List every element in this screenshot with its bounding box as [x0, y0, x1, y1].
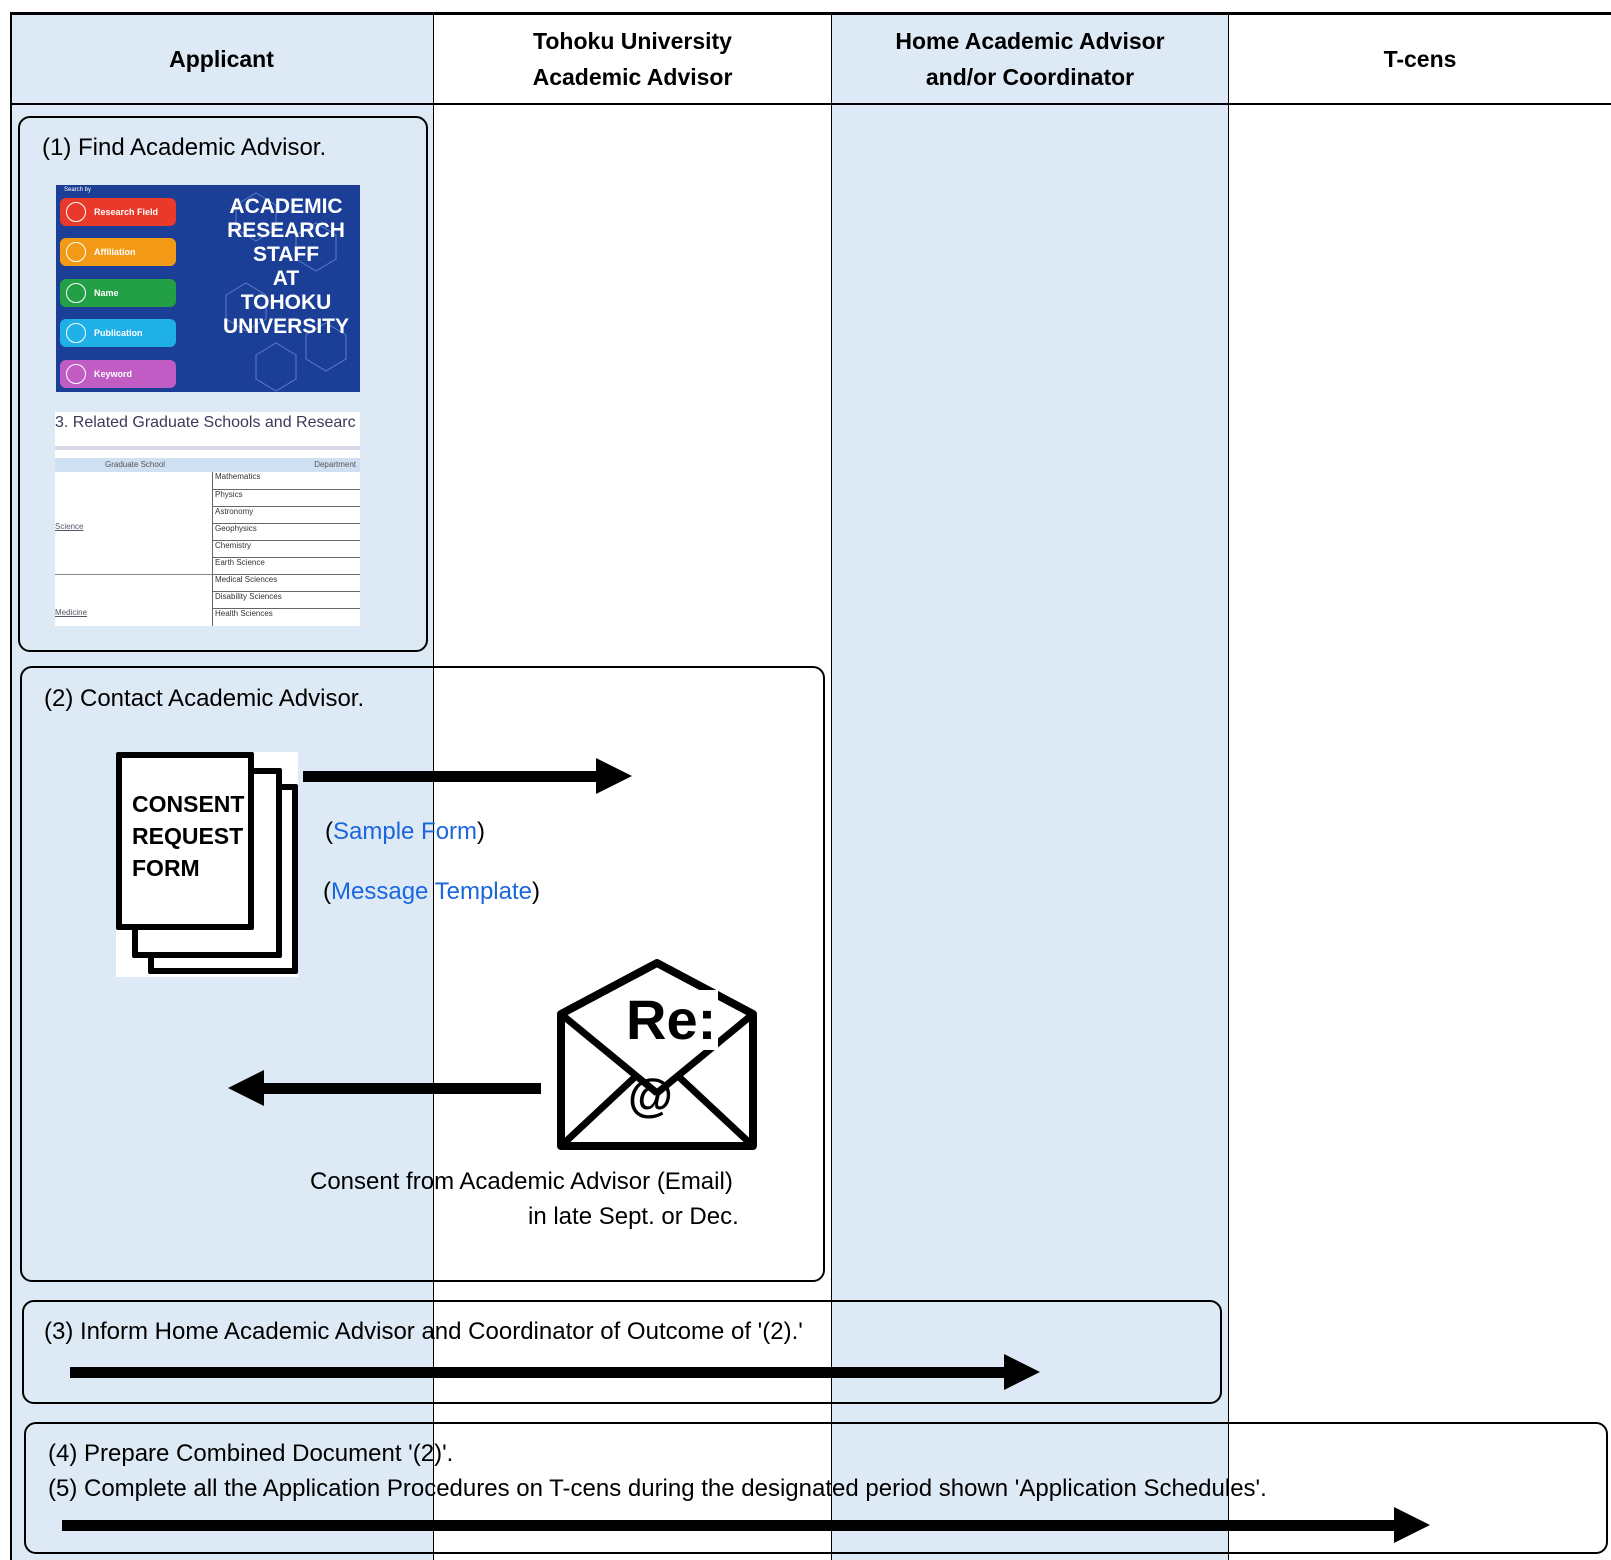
- graduate-schools-heading: 3. Related Graduate Schools and Researc: [55, 414, 356, 431]
- department-column: Mathematics Physics Astronomy Geophysics…: [212, 472, 360, 626]
- sample-form-link[interactable]: (Sample Form): [325, 818, 486, 845]
- dept-row: Astronomy: [213, 507, 360, 524]
- dept-row: Earth Science: [213, 558, 360, 575]
- inform-arrow: [70, 1367, 1008, 1378]
- dept-row: Health Sciences: [215, 609, 273, 618]
- step4-title: (4) Prepare Combined Document '(2)'.: [48, 1440, 454, 1467]
- name-button: Name: [60, 279, 176, 307]
- keyword-button: Keyword: [60, 360, 176, 388]
- affiliation-button: Affiliation: [60, 238, 176, 266]
- dept-row: Medical Sciences: [213, 575, 360, 592]
- envelope-at-text: @: [628, 1069, 673, 1121]
- search-by-label: Search by: [64, 187, 92, 193]
- arrowhead-right-icon: [596, 758, 632, 794]
- header-tcens: T-cens: [1383, 45, 1457, 72]
- dept-row: Disability Sciences: [213, 592, 360, 609]
- step45-box: [24, 1422, 1608, 1554]
- arrowhead-left-icon: [228, 1070, 264, 1106]
- message-template-link[interactable]: (Message Template): [323, 878, 540, 905]
- science-school-label: Science: [55, 522, 84, 531]
- request-arrow: [303, 771, 598, 782]
- dept-row: Physics: [213, 490, 360, 507]
- lane-divider-1: [433, 14, 434, 1560]
- step3-title: (3) Inform Home Academic Advisor and Coo…: [44, 1318, 803, 1345]
- hexagon-pattern-icon: [225, 192, 347, 392]
- consent-text-line1: Consent from Academic Advisor (Email): [310, 1168, 733, 1195]
- dept-row: Chemistry: [213, 541, 360, 558]
- academic-staff-search-thumbnail[interactable]: Search by Research Field Affiliation Nam…: [56, 185, 360, 392]
- consent-arrow: [262, 1083, 541, 1094]
- consent-text-line2: in late Sept. or Dec.: [528, 1203, 739, 1230]
- consent-request-form-icon: CONSENT REQUEST FORM: [116, 752, 298, 977]
- application-arrow: [62, 1520, 1398, 1531]
- research-field-button: Research Field: [60, 198, 176, 226]
- publication-button: Publication: [60, 319, 176, 347]
- step3-box: [22, 1300, 1222, 1404]
- home-advisor-lane: [832, 14, 1228, 1560]
- step5-title: (5) Complete all the Application Procedu…: [48, 1475, 1267, 1502]
- faint-description-line: [55, 446, 360, 450]
- section-divider: [55, 574, 360, 575]
- step1-title: (1) Find Academic Advisor.: [42, 134, 327, 161]
- table-top-border: [10, 12, 1611, 15]
- dept-row: Geophysics: [213, 524, 360, 541]
- graduate-schools-thumbnail[interactable]: 3. Related Graduate Schools and Researc …: [55, 412, 360, 626]
- medicine-school-label: Medicine: [55, 608, 88, 617]
- header-applicant: Applicant: [169, 45, 274, 72]
- lane-divider-2: [831, 14, 832, 1560]
- name-icon: [66, 283, 86, 303]
- step2-title: (2) Contact Academic Advisor.: [44, 685, 365, 712]
- keyword-icon: [66, 364, 86, 384]
- envelope-re-text: Re:: [624, 988, 719, 1051]
- dept-row: Mathematics: [213, 472, 360, 490]
- research-field-icon: [66, 202, 86, 222]
- arrowhead-right-icon: [1004, 1354, 1040, 1390]
- publication-icon: [66, 323, 86, 343]
- affiliation-icon: [66, 242, 86, 262]
- step1-box: [18, 116, 428, 652]
- step2-box: [20, 666, 825, 1282]
- header-bottom-border: [10, 103, 1611, 105]
- academic-research-staff-banner: ACADEMIC RESEARCH STAFF AT TOHOKU UNIVER…: [222, 195, 350, 338]
- table-header-row: Graduate School Department: [55, 458, 360, 472]
- lane-divider-3: [1228, 14, 1229, 1560]
- arrowhead-right-icon: [1394, 1507, 1430, 1543]
- table-left-border: [10, 12, 12, 1560]
